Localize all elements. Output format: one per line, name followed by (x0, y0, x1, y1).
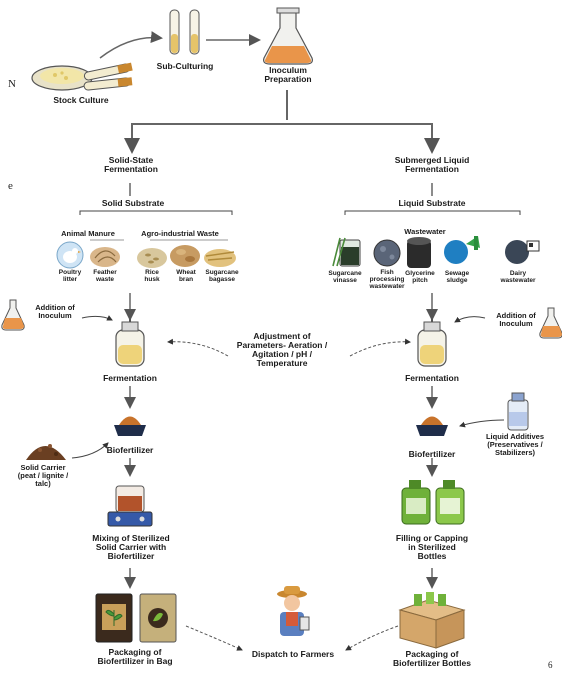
edge-mark-mid: e (8, 180, 13, 192)
arrow-carrier-in (71, 442, 109, 459)
label-biofertilizer-left: Biofertilizer (106, 445, 154, 455)
liquid-additives-icon (507, 392, 529, 431)
label-liquid-additives: Liquid Additives (Preservatives / Stabil… (485, 432, 545, 457)
sugarcane-bagasse-icon (204, 249, 236, 267)
label-poultry-litter: Poultry litter (58, 269, 82, 283)
wheat-bran-icon (170, 245, 200, 267)
poultry-litter-icon (56, 241, 84, 269)
packaging-box-icon (398, 592, 466, 649)
sewage-sludge-icon (444, 236, 480, 264)
label-animal-manure: Animal Manure (61, 229, 115, 238)
label-glycerine-pitch: Glycerine pitch (405, 270, 435, 284)
biofertilizer-bags-icon (95, 593, 177, 643)
biofertilizer-right-icon (416, 416, 448, 436)
label-fermentation-right: Fermentation (405, 373, 459, 383)
rice-husk-icon (137, 248, 167, 268)
sugarcane-vinasse-icon (332, 237, 361, 267)
label-adjustment-of-parameters: Adjustment of Parameters- Aeration / Agi… (236, 331, 328, 368)
arrow-bags-to-dispatch (185, 625, 243, 651)
arrow-inoculum-in-right (454, 316, 486, 323)
fermenter-right-icon (417, 312, 447, 367)
label-fermentation-left: Fermentation (103, 373, 157, 383)
solid-carrier-icon (26, 444, 66, 460)
stock-culture-icon (31, 62, 133, 91)
label-wheat-bran: Wheat bran (176, 269, 196, 283)
label-solid-substrate: Solid Substrate (101, 198, 165, 208)
label-sugarcane-vinasse: Sugarcane vinasse (328, 270, 362, 284)
label-agro-industrial-waste: Agro-industrial Waste (141, 229, 219, 238)
solid-substrate-bracket (79, 210, 233, 215)
inoculum-flask-left-icon (1, 299, 25, 331)
bottles-icon (401, 480, 465, 525)
label-wastewater: Wastewater (404, 227, 446, 236)
label-packaging-bag: Packaging of Biofertilizer in Bag (97, 647, 173, 666)
label-fish-processing-wastewater: Fish processing wastewater (369, 269, 405, 290)
arrow-params-right (349, 338, 411, 357)
magnetic-stirrer-icon (107, 485, 153, 527)
dairy-wastewater-icon (505, 240, 540, 264)
label-stock-culture: Stock Culture (53, 95, 109, 105)
biofertilizer-left-icon (114, 416, 146, 436)
label-solid-state-fermentation: Solid-State Fermentation (104, 155, 158, 174)
liquid-substrate-bracket (344, 210, 521, 215)
farmer-icon (277, 586, 310, 636)
label-sugarcane-bagasse: Sugarcane bagasse (205, 269, 239, 283)
feather-waste-icon (90, 247, 120, 267)
label-addition-of-inoculum-right: Addition of Inoculum (496, 311, 536, 328)
label-biofertilizer-right: Biofertilizer (408, 449, 456, 459)
arrow-stock-to-sub (99, 31, 163, 59)
label-dairy-wastewater: Dairy wastewater (500, 270, 536, 284)
arrow-bottles-to-dispatch (345, 625, 399, 651)
branch-split (131, 123, 433, 148)
sub-culturing-tubes-icon (169, 9, 200, 55)
label-addition-of-inoculum-left: Addition of Inoculum (35, 303, 75, 320)
arrow-additives-in (459, 419, 505, 428)
label-packaging-bottles: Packaging of Biofertilizer Bottles (393, 649, 471, 668)
label-solid-carrier: Solid Carrier (peat / lignite / talc) (17, 463, 69, 488)
label-sewage-sludge: Sewage sludge (444, 270, 470, 284)
label-feather-waste: Feather waste (93, 269, 117, 283)
arrow-inoculum-in-left (81, 315, 113, 321)
arrow-params-left (167, 338, 229, 357)
label-dispatch-to-farmers: Dispatch to Farmers (251, 649, 335, 659)
edge-mark-top: N (8, 78, 16, 90)
label-mixing: Mixing of Sterilized Solid Carrier with … (92, 533, 170, 561)
label-rice-husk: Rice husk (144, 269, 160, 283)
inoculum-flask-icon (263, 7, 313, 65)
label-submerged-liquid-fermentation: Submerged Liquid Fermentation (394, 155, 470, 174)
label-sub-culturing: Sub-Culturing (156, 61, 214, 71)
glycerine-pitch-icon (407, 237, 431, 268)
label-filling-or-capping: Filling or Capping in Sterilized Bottles (395, 533, 469, 561)
inoculum-flask-right-icon (539, 307, 562, 339)
fermenter-left-icon (115, 312, 145, 367)
fish-wastewater-icon (373, 239, 401, 267)
label-inoculum-preparation: Inoculum Preparation (264, 65, 312, 84)
label-liquid-substrate: Liquid Substrate (398, 198, 466, 208)
edge-mark-bottom: 6 (548, 660, 553, 670)
